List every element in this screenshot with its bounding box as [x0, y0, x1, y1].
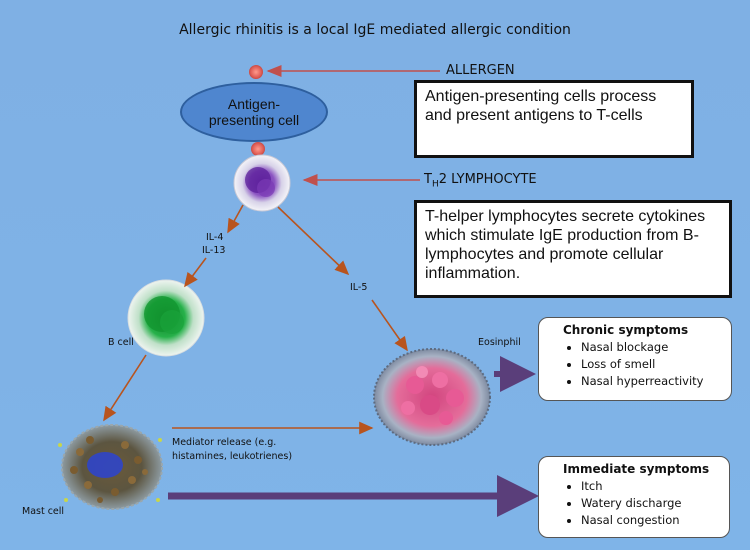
mediator-label-line2: histamines, leukotrienes)	[172, 451, 293, 462]
chronic-symptom-item: Nasal hyperreactivity	[581, 374, 721, 388]
il13-label: IL-13	[202, 245, 226, 256]
mediator-label-line1: Mediator release (e.g.	[172, 437, 277, 448]
immediate-symptoms-box: Immediate symptoms Itch Watery discharge…	[538, 456, 730, 538]
mastcell-label: Mast cell	[22, 506, 65, 517]
immediate-symptom-item: Watery discharge	[581, 496, 719, 510]
th2-to-il5-arrow	[277, 206, 350, 276]
il-to-bcell-arrow	[184, 257, 207, 288]
th2-to-bcell-arrow	[227, 204, 244, 234]
apc-description-box: Antigen-presenting cells process and pre…	[414, 80, 694, 158]
allergen-particle	[249, 65, 263, 79]
mast-cell	[58, 424, 163, 510]
bcell-to-mastcell-arrow	[103, 354, 147, 422]
immediate-symptom-item: Itch	[581, 479, 719, 493]
antigen-particle	[251, 142, 265, 156]
apc-description-text: Antigen-presenting cells process and pre…	[425, 88, 657, 124]
immediate-symptom-item: Nasal congestion	[581, 513, 719, 527]
chronic-symptoms-list: Nasal blockage Loss of smell Nasal hyper…	[553, 340, 721, 388]
bcell-label: B cell	[108, 337, 134, 348]
th2-label-t: T	[424, 172, 432, 187]
il5-to-eosinophil-arrow	[371, 299, 408, 352]
th-description-text: T-helper lymphocytes secrete cytokines w…	[425, 208, 706, 282]
chronic-symptoms-box: Chronic symptoms Nasal blockage Loss of …	[538, 317, 732, 401]
diagram-title: Allergic rhinitis is a local IgE mediate…	[179, 22, 571, 38]
th-description-box: T-helper lymphocytes secrete cytokines w…	[414, 200, 732, 298]
il5-label: IL-5	[350, 282, 368, 293]
chronic-symptoms-title: Chronic symptoms	[563, 323, 689, 337]
immediate-symptoms-title: Immediate symptoms	[563, 462, 710, 476]
th2-lymphocyte-label: TH2 LYMPHOCYTE	[424, 172, 537, 190]
th2-label-subscript: H	[431, 179, 439, 190]
chronic-symptom-item: Loss of smell	[581, 357, 721, 371]
antigen-presenting-cell: Antigen- presenting cell	[180, 82, 328, 142]
apc-label-line2: presenting cell	[208, 112, 300, 128]
apc-label-line1: Antigen-	[227, 96, 281, 112]
il4-label: IL-4	[206, 232, 224, 243]
allergen-label: ALLERGEN	[446, 63, 515, 78]
chronic-symptom-item: Nasal blockage	[581, 340, 721, 354]
eosinophil-cell	[373, 348, 491, 446]
immediate-symptoms-list: Itch Watery discharge Nasal congestion	[553, 479, 719, 527]
b-cell	[127, 279, 205, 357]
th2-lymphocyte-cell	[233, 154, 291, 212]
th2-label-rest: 2 LYMPHOCYTE	[438, 172, 537, 187]
eosinophil-label: Eosinphil	[478, 337, 521, 348]
